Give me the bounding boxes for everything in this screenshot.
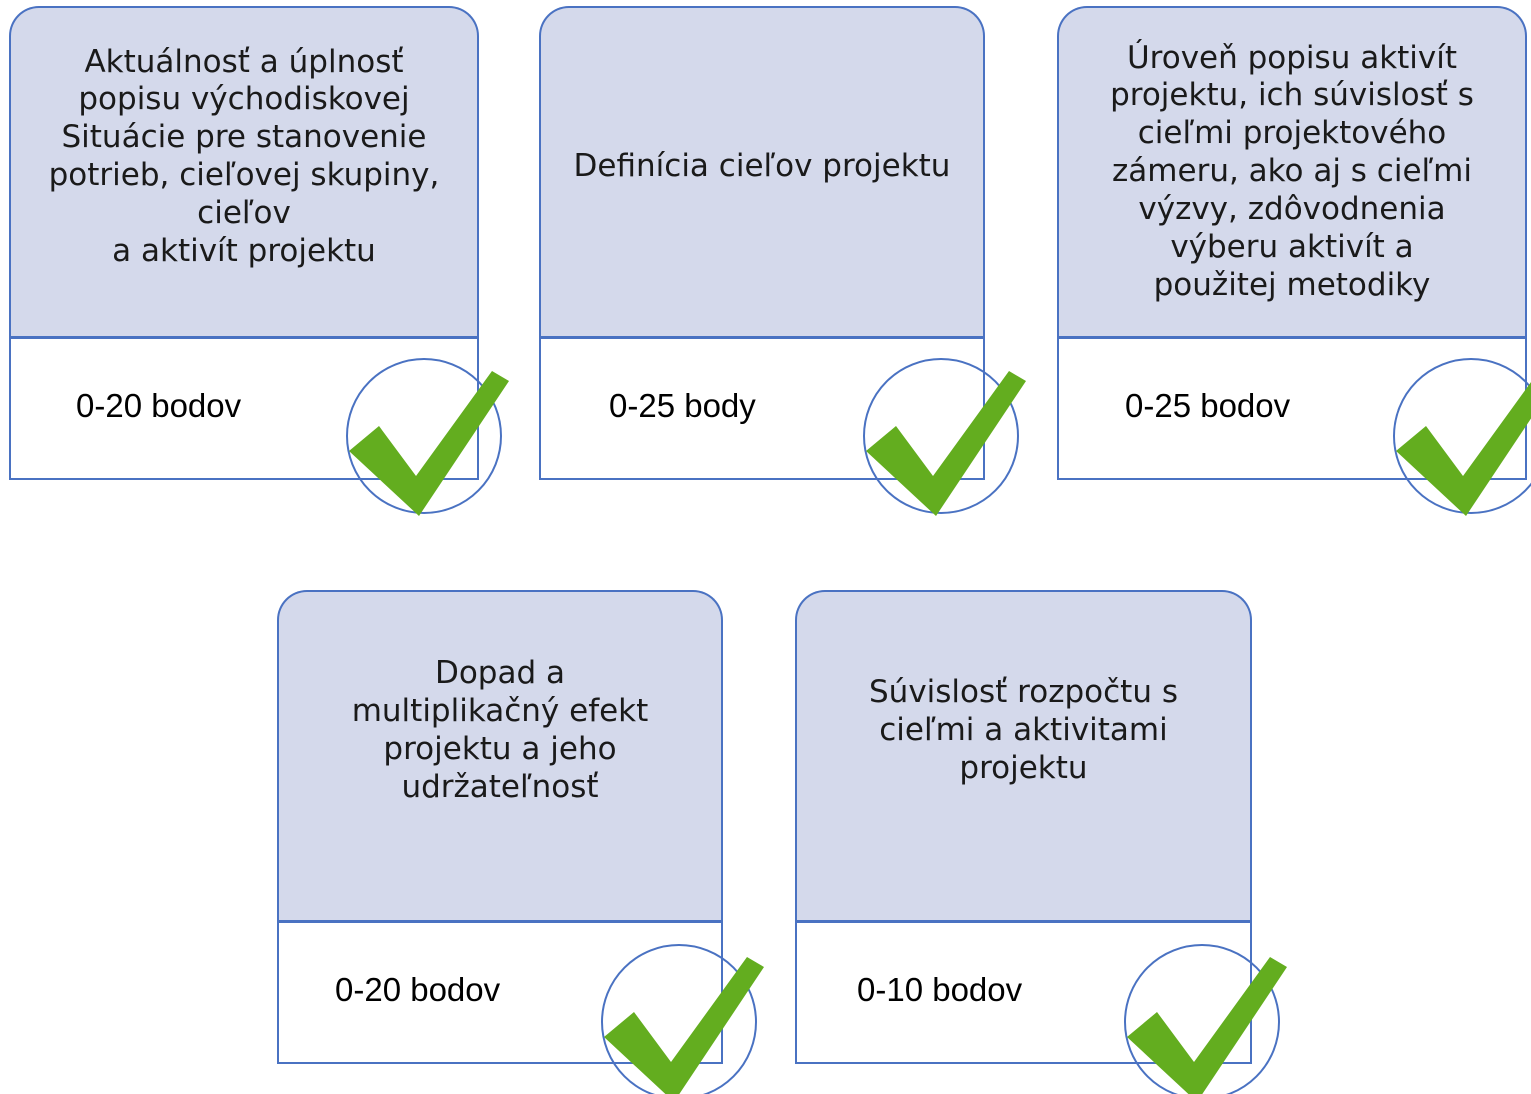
criterion-title: Definícia cieľov projektu (539, 6, 985, 336)
points-label: 0-25 body (609, 387, 756, 424)
criterion-card-5: Súvislosť rozpočtu s cieľmi a aktivitami… (795, 590, 1287, 1094)
checkmark-icon (1124, 944, 1287, 1094)
checkmark-icon (346, 358, 509, 516)
points-label: 0-20 bodov (76, 387, 242, 424)
checkmark-icon (863, 358, 1026, 516)
criterion-card-3: Úroveň popisu aktivít projektu, ich súvi… (1057, 6, 1531, 516)
criterion-card-2: Definícia cieľov projektu 0-25 body (539, 6, 1026, 516)
checkmark-icon (601, 944, 764, 1094)
criterion-title: Dopad a multiplikačný efekt projektu a j… (277, 590, 723, 920)
points-label: 0-20 bodov (335, 971, 501, 1008)
points-label: 0-10 bodov (857, 971, 1023, 1008)
criterion-card-4: Dopad a multiplikačný efekt projektu a j… (277, 590, 764, 1094)
points-label: 0-25 bodov (1125, 387, 1291, 424)
points-box: 0-20 bodov (9, 336, 479, 480)
checkmark-icon (1393, 358, 1531, 516)
criterion-title: Úroveň popisu aktivít projektu, ich súvi… (1057, 6, 1527, 336)
criterion-title: Aktuálnosť a úplnosť popisu východiskove… (9, 6, 479, 336)
criterion-card-1: Aktuálnosť a úplnosť popisu východiskove… (9, 6, 509, 516)
points-box: 0-25 bodov (1057, 336, 1527, 480)
criterion-title: Súvislosť rozpočtu s cieľmi a aktivitami… (795, 590, 1252, 920)
